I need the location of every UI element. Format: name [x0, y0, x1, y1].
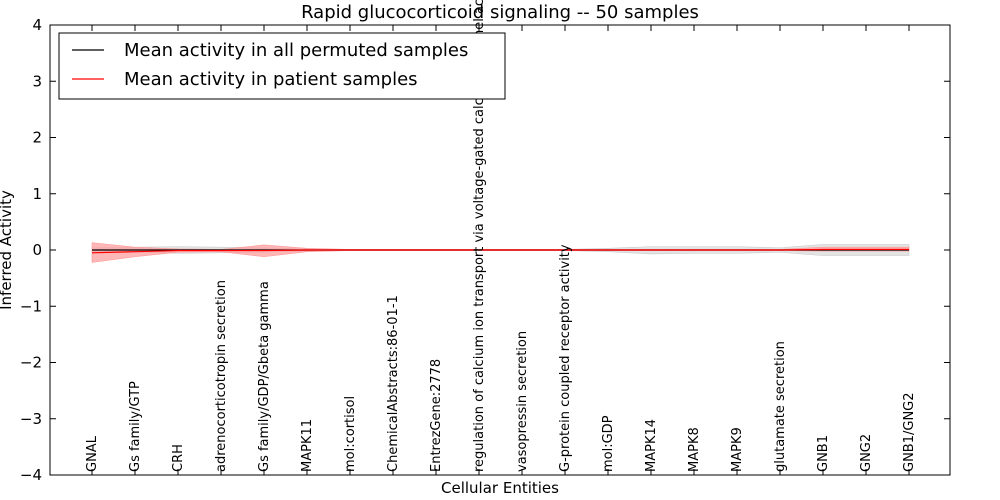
y-tick-label: 3 — [32, 72, 42, 90]
y-axis-label: Inferred Activity — [0, 190, 15, 310]
category-label: GNB1 — [816, 435, 831, 472]
category-labels: GNAL Gs family/GTP CRH adrenocorticotropin … — [85, 0, 917, 475]
y-tick-label: −1 — [20, 297, 42, 315]
category-label: regulation of calcium ion transport via … — [472, 0, 487, 472]
legend-label-patient: Mean activity in patient samples — [124, 69, 418, 90]
chart-title: Rapid glucocorticoid signaling -- 50 sam… — [301, 2, 699, 23]
category-label: MAPK11 — [300, 419, 315, 472]
y-tick-label: −4 — [20, 466, 42, 484]
category-label: MAPK14 — [644, 419, 659, 472]
category-label: GNAL — [85, 435, 100, 472]
category-label: MAPK8 — [687, 427, 702, 472]
y-axis-ticks: −4 −3 −2 −1 0 1 2 3 4 — [20, 16, 950, 484]
category-label: CRH — [171, 444, 186, 472]
line-series-1 — [91, 248, 909, 254]
category-label: MAPK9 — [730, 427, 745, 472]
y-tick-label: 4 — [32, 16, 42, 34]
x-axis-label: Cellular Entities — [441, 479, 559, 497]
category-label: mol:cortisol — [343, 396, 358, 472]
y-tick-label: 2 — [32, 129, 42, 147]
category-label: vasopressin secretion — [515, 331, 530, 472]
category-label: ChemicalAbstracts:86-01-1 — [386, 295, 401, 472]
legend-label-permuted: Mean activity in all permuted samples — [124, 40, 468, 61]
category-label: GNB1/GNG2 — [902, 392, 917, 472]
series-lines — [91, 248, 909, 254]
y-tick-label: −2 — [20, 354, 42, 372]
y-tick-label: 1 — [32, 185, 42, 203]
y-tick-label: −3 — [20, 410, 42, 428]
category-label: Gs family/GDP/Gbeta gamma — [257, 281, 272, 472]
category-label: glutamate secretion — [773, 341, 788, 472]
y-tick-label: 0 — [32, 241, 42, 259]
category-label: adrenocorticotropin secretion — [214, 280, 229, 472]
uncertainty-bands — [91, 242, 910, 263]
category-label: GNG2 — [859, 434, 874, 472]
legend: Mean activity in all permuted samples Me… — [58, 32, 506, 100]
legend-box — [58, 32, 506, 100]
category-label: Gs family/GTP — [128, 381, 143, 472]
category-label: mol:GDP — [601, 415, 616, 472]
category-label: EntrezGene:2778 — [429, 359, 444, 472]
category-label: G-protein coupled receptor activity — [558, 244, 573, 472]
